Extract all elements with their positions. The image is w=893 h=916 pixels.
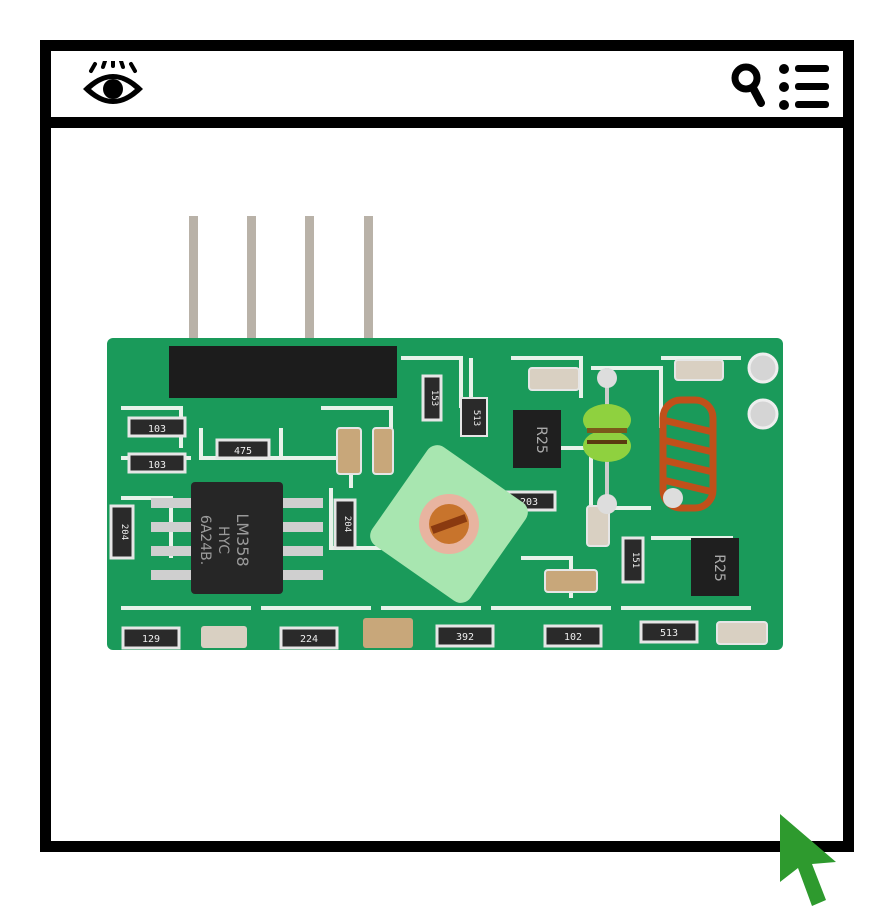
eye-icon[interactable] xyxy=(81,61,145,107)
transistor-label-2: R25 xyxy=(711,554,727,582)
content-area: 103 103 475 153 513 204 204 203 151 129 xyxy=(51,128,843,841)
resistor-475: 475 xyxy=(234,446,252,457)
search-icon[interactable] xyxy=(731,63,767,107)
smd-capacitors xyxy=(201,359,768,648)
ic-label-3: 6A24B. xyxy=(197,515,213,565)
pcb-photo: 103 103 475 153 513 204 204 203 151 129 xyxy=(107,216,783,650)
resistor-102: 102 xyxy=(564,632,582,643)
header-connector xyxy=(169,346,397,398)
header-pins xyxy=(189,216,373,386)
resistor-203: 203 xyxy=(520,497,538,508)
resistor-103b: 103 xyxy=(148,460,166,471)
list-menu-icon[interactable] xyxy=(779,63,831,111)
arrow-cursor-icon xyxy=(780,814,836,906)
ic-label-1: LM358 xyxy=(233,513,252,566)
resistor-129: 129 xyxy=(142,634,160,645)
transistor-label-1: R25 xyxy=(533,426,549,454)
ic-lm358: LM358 HYC 6A24B. xyxy=(151,482,323,594)
green-inductor xyxy=(583,368,631,514)
resistor-204a: 204 xyxy=(119,524,129,540)
resistor-392: 392 xyxy=(456,632,474,643)
browser-window: 103 103 475 153 513 204 204 203 151 129 xyxy=(40,40,854,852)
ic-label-2: HYC xyxy=(215,526,231,554)
copper-coil xyxy=(659,396,717,512)
resistor-513a: 513 xyxy=(471,410,481,426)
mounting-pads xyxy=(747,352,779,430)
trimmer-potentiometer xyxy=(370,445,528,603)
resistor-153: 153 xyxy=(429,390,439,406)
resistor-103a: 103 xyxy=(148,424,166,435)
transistors: R25 R25 xyxy=(513,410,739,596)
resistor-513b: 513 xyxy=(660,628,678,639)
title-bar xyxy=(51,51,843,128)
resistor-204b: 204 xyxy=(342,516,352,532)
resistor-151: 151 xyxy=(630,552,640,568)
resistor-224: 224 xyxy=(300,634,318,645)
